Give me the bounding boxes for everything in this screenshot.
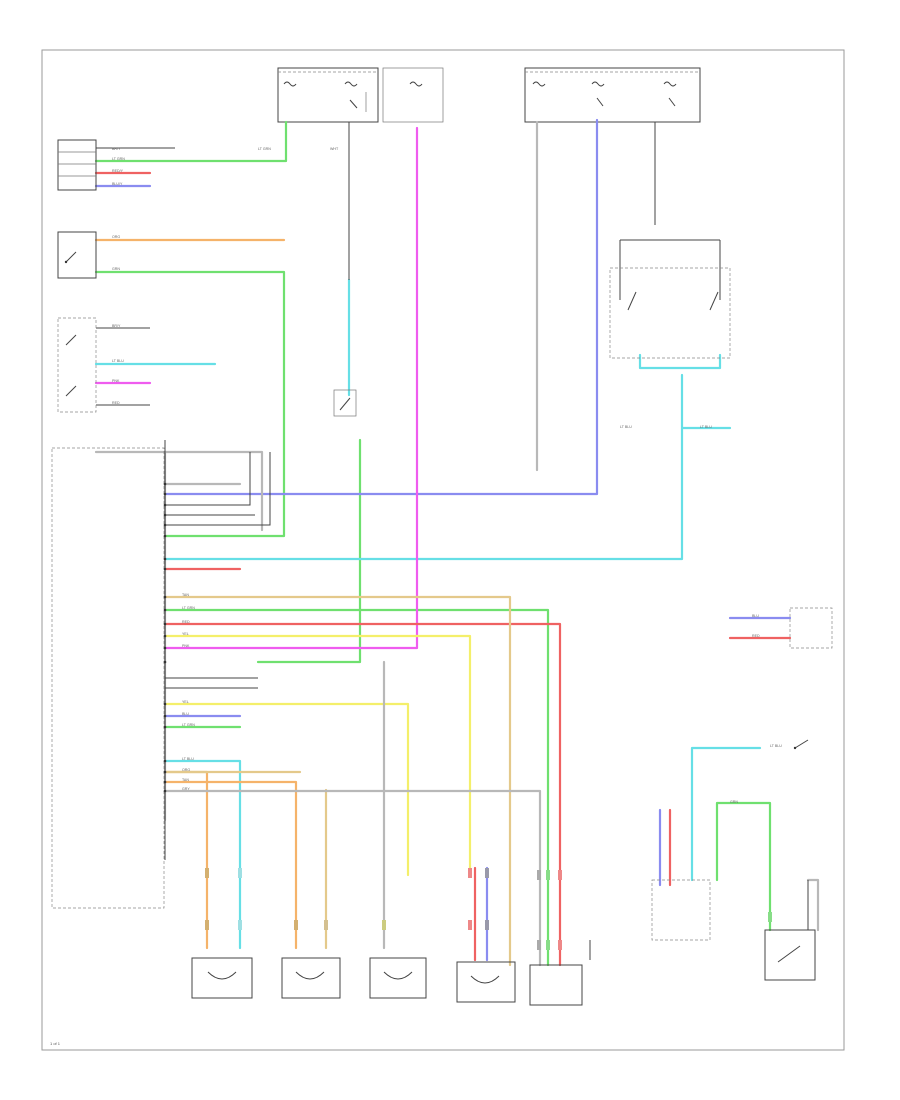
wire-green-stop-switch	[94, 270, 286, 538]
wire-blue-top	[94, 118, 599, 496]
svg-text:BLU: BLU	[752, 614, 759, 618]
stop-lamp-switch	[57, 317, 97, 413]
sensor-left-front	[281, 957, 341, 999]
svg-text:GRN: GRN	[112, 267, 120, 271]
wire-gray-brake-lamp	[806, 878, 820, 932]
svg-text:BLU: BLU	[182, 712, 189, 716]
wire-blue-right-conn	[658, 616, 792, 887]
svg-text:PNK: PNK	[182, 644, 190, 648]
wire-tan-front	[163, 595, 512, 967]
park-brake-switch	[333, 389, 357, 417]
svg-text:RED/Y: RED/Y	[112, 169, 124, 173]
svg-text:TAN: TAN	[182, 593, 189, 597]
right-connector	[789, 607, 833, 649]
brake-pressure-switch	[57, 231, 97, 279]
wire-cyan-rr-sensor	[163, 759, 242, 950]
svg-text:LT BLU: LT BLU	[770, 744, 782, 748]
svg-text:YEL: YEL	[182, 700, 189, 704]
svg-text:BR/Y: BR/Y	[112, 147, 121, 151]
wire-red-top	[94, 171, 242, 571]
wire-code-labels: BR/Y LT GRN RED/Y BLU/Y ORG GRN BR/Y LT …	[112, 147, 782, 804]
wire-green-actuator	[163, 608, 550, 967]
svg-text:GRN: GRN	[730, 800, 738, 804]
svg-text:RED: RED	[112, 401, 120, 405]
svg-text:ORG: ORG	[112, 235, 120, 239]
svg-text:ORG: ORG	[182, 768, 190, 772]
wire-green-ign	[94, 120, 288, 163]
svg-text:LT GRN: LT GRN	[182, 723, 195, 727]
stop-lamp-relay	[609, 267, 731, 359]
wire-yellow-rf	[163, 702, 410, 877]
svg-text:LT BLU: LT BLU	[112, 359, 124, 363]
svg-text:LT BLU: LT BLU	[620, 425, 632, 429]
sensor-right-rear	[369, 957, 427, 999]
wire-cyan-ign-chain	[163, 373, 732, 561]
svg-text:LT BLU: LT BLU	[182, 757, 194, 761]
svg-text:LT GRN: LT GRN	[182, 606, 195, 610]
svg-text:RED: RED	[182, 620, 190, 624]
svg-text:RED: RED	[752, 634, 760, 638]
sensor-left-rear	[191, 957, 253, 999]
fuse-relay-block	[277, 67, 701, 123]
ecu-pins	[163, 482, 167, 793]
svg-text:PNK: PNK	[112, 379, 120, 383]
svg-text:BR/Y: BR/Y	[112, 324, 121, 328]
steering-angle-sensor	[529, 964, 583, 1006]
svg-text:WHT: WHT	[330, 147, 339, 151]
combination-switch	[57, 139, 97, 191]
sensor-right-front	[456, 961, 516, 1003]
svg-text:YEL: YEL	[182, 632, 189, 636]
page-ref: 1 of 1	[50, 1041, 61, 1046]
sensor-connector-ticks	[205, 868, 772, 950]
wire-green-brake-fluid	[715, 801, 772, 932]
svg-text:LT BLU: LT BLU	[700, 425, 712, 429]
wire-group	[94, 118, 820, 967]
wire-magenta-main	[163, 126, 419, 650]
wire-green-park-brake	[256, 438, 362, 664]
brake-booster	[764, 929, 816, 981]
svg-text:LT GRN: LT GRN	[258, 147, 271, 151]
svg-text:TAN: TAN	[182, 778, 189, 782]
svg-text:GRY: GRY	[182, 787, 190, 791]
wire-gray-right	[163, 120, 539, 532]
vdc-control-unit	[51, 447, 165, 909]
svg-text:LT GRN: LT GRN	[112, 157, 125, 161]
wire-red-actuator	[163, 622, 562, 967]
diagram-frame	[41, 49, 845, 1051]
brake-fluid-switch	[793, 739, 809, 750]
wire-cyan-brake-switch	[690, 746, 762, 882]
signal-lines	[96, 122, 809, 960]
wire-red-right	[668, 636, 792, 887]
wire-orange-lf-sensor	[163, 780, 298, 950]
wire-gray-ground	[163, 789, 542, 967]
svg-text:BLU/Y: BLU/Y	[112, 182, 123, 186]
combination-meter	[651, 879, 711, 941]
wire-cyan-stop-relay	[638, 353, 722, 370]
